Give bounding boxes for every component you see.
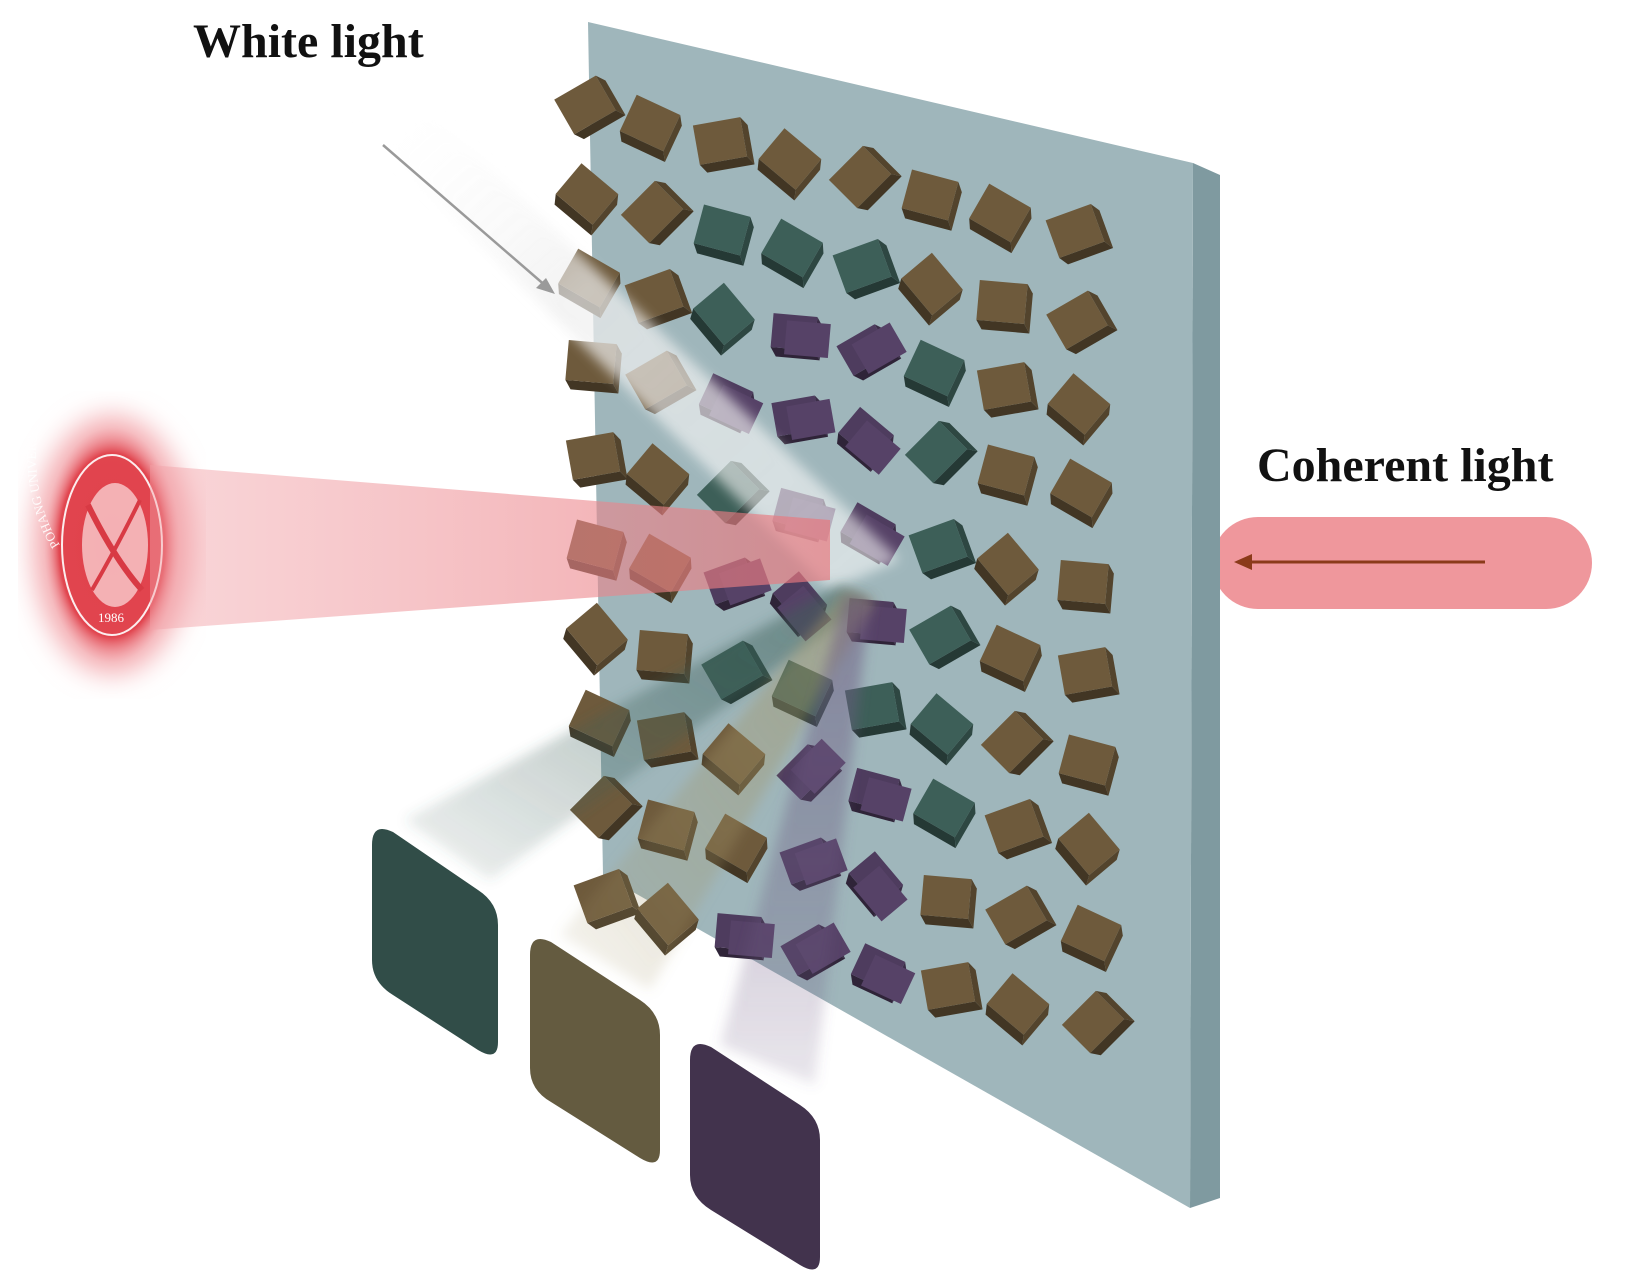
nanofin-green xyxy=(908,518,977,580)
nanofin-brown xyxy=(920,874,977,929)
nanofin-brown xyxy=(554,75,626,140)
nanofin-brown xyxy=(976,279,1033,334)
nanofin-brown xyxy=(692,117,755,173)
nanofin-brown xyxy=(1061,990,1135,1056)
nanofin-brown xyxy=(757,128,822,201)
nanofin-brown xyxy=(977,444,1038,506)
nanofin-brown xyxy=(980,710,1054,776)
nanofin-purple xyxy=(771,395,836,445)
green-output-square xyxy=(372,828,498,1055)
nanofin-brown xyxy=(898,252,963,326)
nanofin-brown xyxy=(976,362,1039,418)
white-light-beam xyxy=(355,100,900,590)
coherent-light-arrow xyxy=(1234,554,1485,570)
nanofin-brown xyxy=(985,885,1057,950)
brown-output-square xyxy=(530,938,660,1163)
nanofin-brown xyxy=(974,532,1039,606)
nanofin-brown xyxy=(828,145,902,211)
nanofin-brown xyxy=(565,432,628,488)
nanofin-brown xyxy=(554,163,619,236)
nanofin-green xyxy=(909,693,974,766)
nanofin-brown xyxy=(620,180,694,246)
nanofin-brown xyxy=(619,94,682,162)
logo-year: 1986 xyxy=(98,610,125,625)
nanofin-brown xyxy=(979,624,1042,692)
nanofin-brown xyxy=(1045,203,1114,265)
nanofin-brown xyxy=(1060,904,1123,972)
nanofin-brown xyxy=(1046,290,1118,355)
nanofin-purple xyxy=(836,322,907,381)
nanofin-brown xyxy=(1046,373,1111,446)
nanofin-brown xyxy=(984,798,1053,860)
white-light-arrow xyxy=(382,144,555,294)
white-light-label: White light xyxy=(193,15,424,68)
purple-output-square xyxy=(690,1043,820,1270)
diffracted-laser-beam xyxy=(150,465,830,630)
nanofin-green xyxy=(832,238,901,300)
nanofin-green xyxy=(690,282,755,356)
output-color-squares xyxy=(372,828,820,1270)
nanofin-purple xyxy=(845,851,908,922)
nanofin-purple xyxy=(848,767,912,823)
coherent-light-label: Coherent light xyxy=(1257,439,1554,492)
nanofin-brown xyxy=(985,973,1050,1046)
nanofin-green xyxy=(761,218,824,289)
nanofin-purple xyxy=(837,406,901,475)
nanofin-purple xyxy=(850,943,916,1005)
nanofin-green xyxy=(909,605,981,670)
nanofin-brown xyxy=(1055,812,1120,886)
nanofin-green xyxy=(913,778,976,849)
nanofin-brown xyxy=(901,169,962,231)
nanofin-brown xyxy=(625,443,690,516)
nanofin-brown xyxy=(1050,458,1113,529)
nanofin-brown xyxy=(1058,734,1119,796)
diffracted-color-beams xyxy=(405,585,875,1085)
nanofin-brown xyxy=(969,183,1032,254)
nanofin-green xyxy=(904,420,978,486)
nanofin-purple xyxy=(770,313,831,361)
nanofin-brown xyxy=(1057,647,1120,703)
nanofin-brown xyxy=(563,602,628,676)
nanofin-brown xyxy=(1057,559,1114,614)
nanofin-green xyxy=(903,339,966,407)
nanofin-green xyxy=(693,204,754,266)
nanofin-brown xyxy=(920,962,983,1018)
